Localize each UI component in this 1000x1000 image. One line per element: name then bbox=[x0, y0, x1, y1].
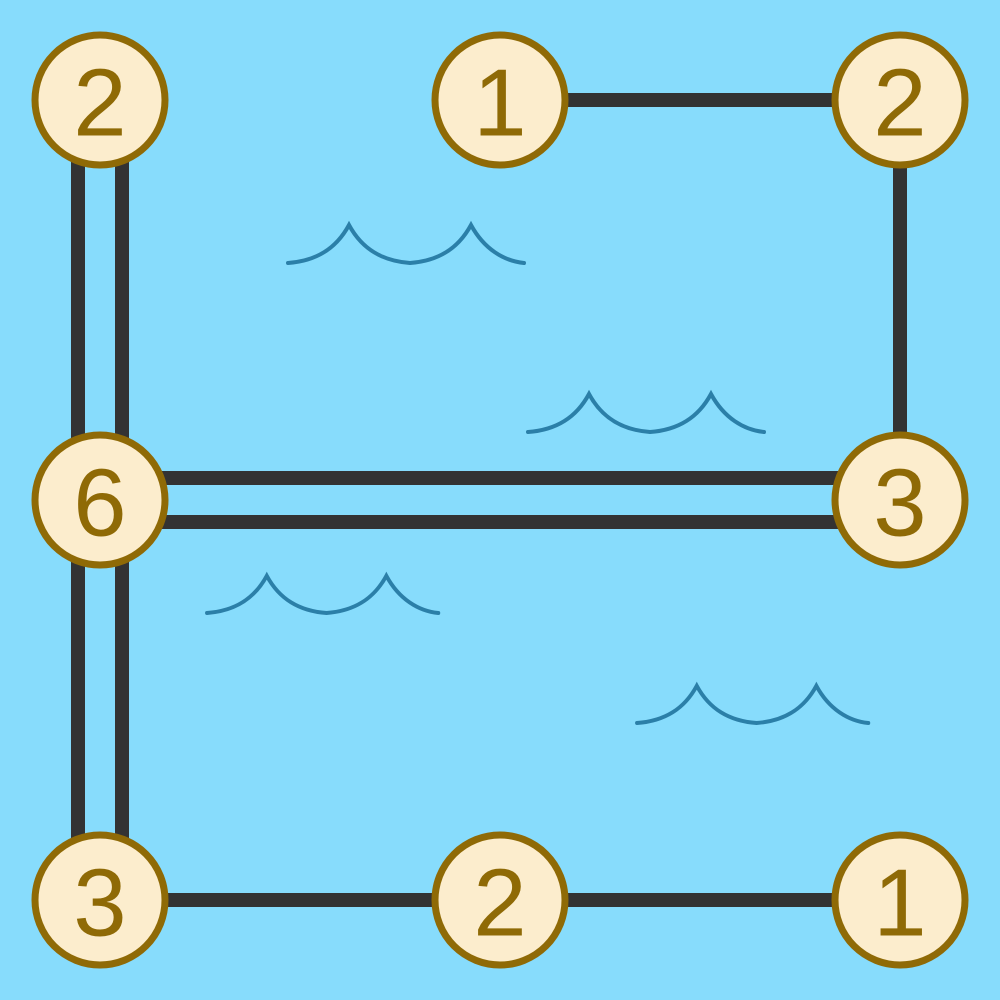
island-degree-label: 3 bbox=[73, 850, 126, 957]
islands-layer[interactable]: 2 1 2 6 3 3 2 1 bbox=[31, 31, 969, 969]
wave-path bbox=[205, 571, 441, 615]
island-degree-label: 1 bbox=[873, 850, 926, 957]
wave-path bbox=[526, 389, 766, 435]
island-degree-label: 2 bbox=[73, 50, 126, 157]
waves-layer bbox=[205, 220, 871, 725]
island-degree-label: 2 bbox=[873, 50, 926, 157]
island-degree-label: 1 bbox=[473, 50, 526, 157]
wave-decoration-icon bbox=[205, 571, 441, 615]
wave-decoration-icon bbox=[286, 220, 526, 266]
island-node[interactable]: 1 bbox=[431, 31, 569, 169]
island-circle[interactable] bbox=[831, 431, 969, 569]
island-circle[interactable] bbox=[431, 831, 569, 969]
island-node[interactable]: 2 bbox=[831, 31, 969, 169]
island-degree-label: 3 bbox=[873, 450, 926, 557]
bridge[interactable] bbox=[71, 100, 129, 500]
island-node[interactable]: 3 bbox=[831, 431, 969, 569]
island-node[interactable]: 2 bbox=[31, 31, 169, 169]
wave-decoration-icon bbox=[635, 681, 871, 725]
island-circle[interactable] bbox=[831, 831, 969, 969]
island-node[interactable]: 2 bbox=[431, 831, 569, 969]
island-circle[interactable] bbox=[831, 31, 969, 169]
island-degree-label: 2 bbox=[473, 850, 526, 957]
island-circle[interactable] bbox=[431, 31, 569, 169]
bridge[interactable] bbox=[100, 471, 900, 529]
island-circle[interactable] bbox=[31, 831, 169, 969]
island-node[interactable]: 1 bbox=[831, 831, 969, 969]
wave-decoration-icon bbox=[526, 389, 766, 435]
island-node[interactable]: 6 bbox=[31, 431, 169, 569]
bridge[interactable] bbox=[71, 500, 129, 900]
wave-path bbox=[635, 681, 871, 725]
island-degree-label: 6 bbox=[73, 450, 126, 557]
island-circle[interactable] bbox=[31, 431, 169, 569]
island-circle[interactable] bbox=[31, 31, 169, 169]
wave-path bbox=[286, 220, 526, 266]
island-node[interactable]: 3 bbox=[31, 831, 169, 969]
